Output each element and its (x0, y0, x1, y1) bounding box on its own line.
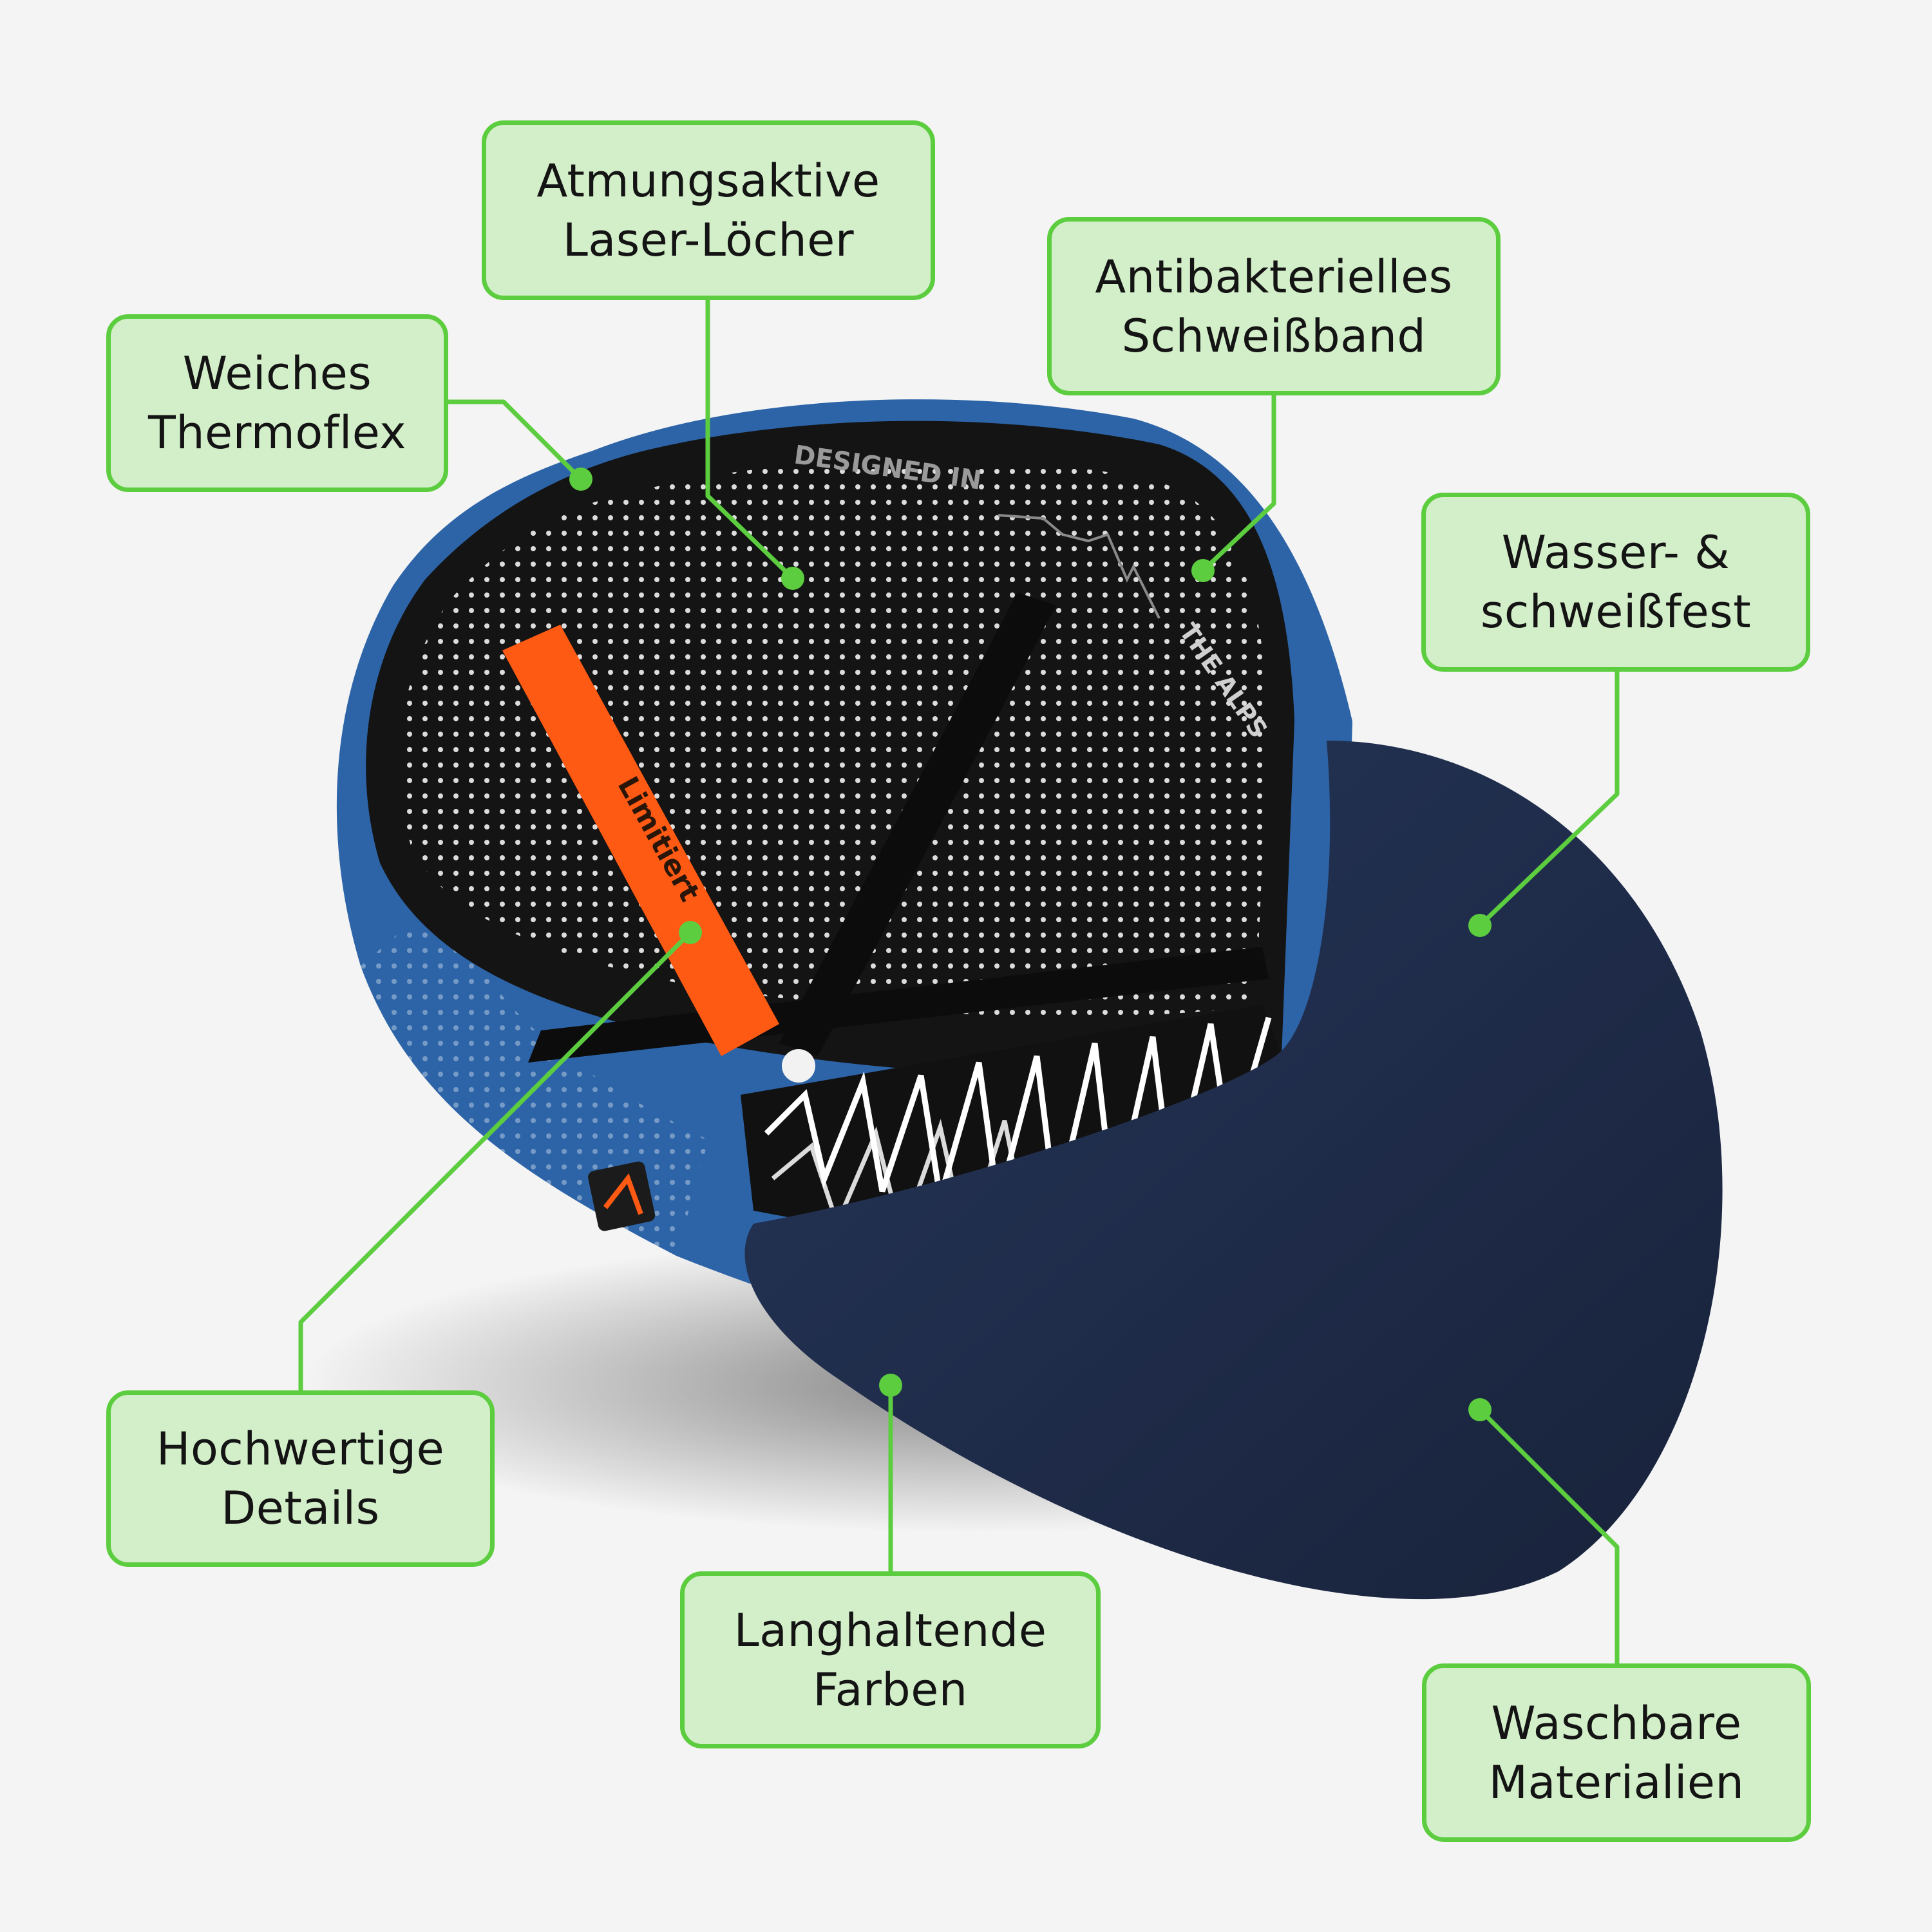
marker-dot-water-resistant (1468, 914, 1492, 937)
callout-laser-holes: Atmungsaktive Laser-Löcher (482, 120, 935, 300)
callout-sweatband: Antibakterielles Schweißband (1047, 217, 1501, 395)
callout-laser-holes-line2: Laser-Löcher (562, 213, 855, 267)
callout-colors-line2: Farben (813, 1663, 968, 1716)
marker-dot-laser-holes (781, 567, 804, 590)
callout-colors: Langhaltende Farben (680, 1571, 1101, 1748)
callout-water-resistant: Wasser- & schweißfest (1421, 493, 1810, 672)
marker-dot-sweatband (1191, 559, 1215, 582)
callout-thermoflex: Weiches Thermoflex (106, 314, 448, 492)
cap-brim (744, 741, 1723, 1600)
callout-sweatband-line2: Schweißband (1121, 309, 1426, 363)
mountain-line-print (998, 514, 1160, 619)
laser-holes-pattern (399, 459, 1269, 1017)
connector-thermoflex (448, 399, 583, 481)
callout-water-resistant-line2: schweißfest (1480, 585, 1752, 638)
side-logo-mark (603, 1173, 643, 1215)
callout-water-resistant-line1: Wasser- & (1501, 526, 1730, 579)
crown-perforation-area (361, 889, 708, 1256)
connector-washable (1478, 1408, 1620, 1663)
callout-washable: Waschbare Materialien (1422, 1663, 1811, 1842)
callout-details-line1: Hochwertige (156, 1423, 445, 1475)
seam-tape (779, 592, 1056, 1056)
marker-dot-thermoflex (569, 468, 592, 491)
connector-water-resistant (1478, 672, 1620, 927)
callout-colors-line1: Langhaltende (734, 1604, 1047, 1657)
marker-dot-colors (879, 1374, 902, 1397)
connector-sweatband (1201, 395, 1276, 573)
connector-laser-holes (705, 300, 795, 580)
callout-washable-line1: Waschbare (1491, 1696, 1742, 1750)
marker-dot-washable (1468, 1398, 1492, 1421)
callout-details: Hochwertige Details (106, 1390, 495, 1567)
callout-washable-line2: Materialien (1488, 1756, 1745, 1809)
marker-dot-details (679, 921, 702, 944)
callout-details-line2: Details (221, 1482, 380, 1535)
callout-laser-holes-line1: Atmungsaktive (536, 154, 880, 207)
callout-thermoflex-line2: Thermoflex (147, 406, 407, 459)
callout-sweatband-line1: Antibakterielles (1095, 250, 1453, 303)
connector-details (298, 931, 692, 1390)
crown-button (782, 1049, 815, 1083)
callout-thermoflex-line1: Weiches (182, 347, 372, 400)
